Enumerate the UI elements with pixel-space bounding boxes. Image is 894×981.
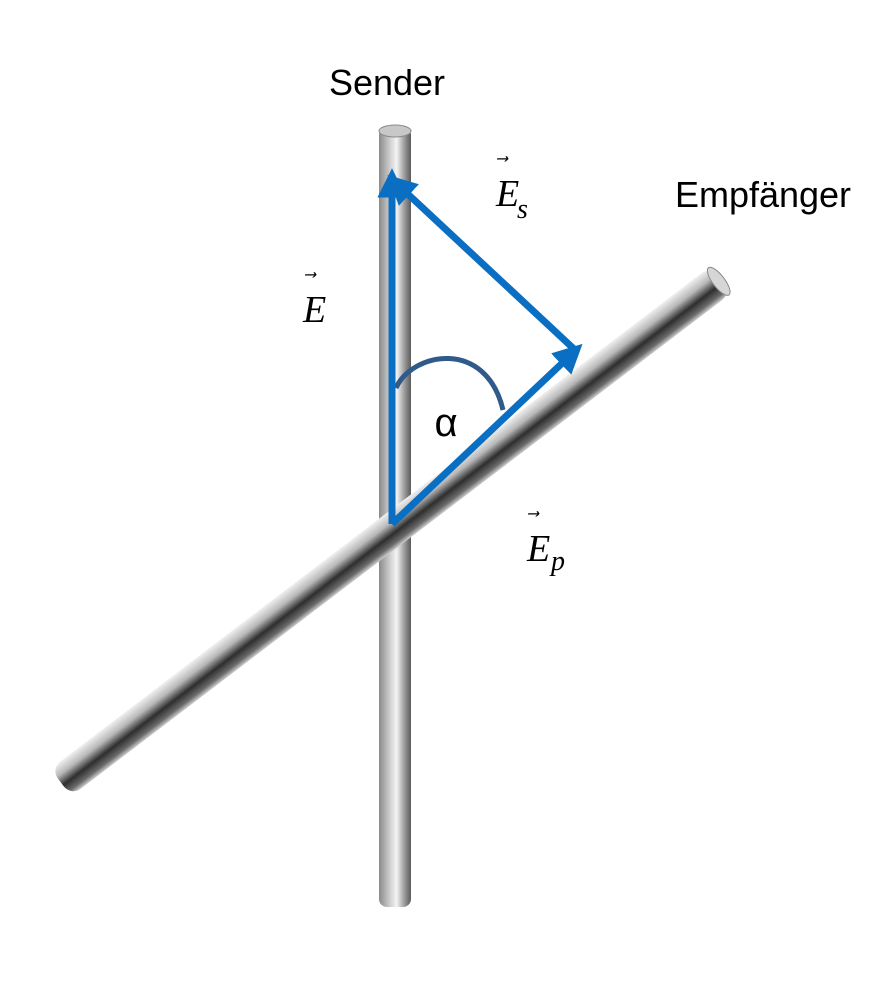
vector-es-arrow xyxy=(387,174,577,352)
sender-label: Sender xyxy=(329,62,445,103)
vector-ep-label: E ⃗ p xyxy=(526,511,565,577)
svg-text:E: E xyxy=(302,289,326,331)
svg-text:⃗: ⃗ xyxy=(496,156,509,162)
svg-text:p: p xyxy=(549,546,565,577)
receiver-label: Empfänger xyxy=(675,174,851,215)
svg-text:⃗: ⃗ xyxy=(527,511,540,517)
vector-e-label: E ⃗ xyxy=(302,272,326,331)
angle-label: α xyxy=(434,401,457,445)
vector-es-label: E ⃗ s xyxy=(495,156,528,225)
svg-text:E: E xyxy=(526,528,550,570)
receiver-rod xyxy=(55,266,731,792)
svg-text:⃗: ⃗ xyxy=(304,272,317,278)
svg-text:E: E xyxy=(495,173,519,215)
vector-ep-arrow xyxy=(389,343,583,527)
svg-text:s: s xyxy=(517,194,528,225)
angle-arc xyxy=(393,356,506,411)
